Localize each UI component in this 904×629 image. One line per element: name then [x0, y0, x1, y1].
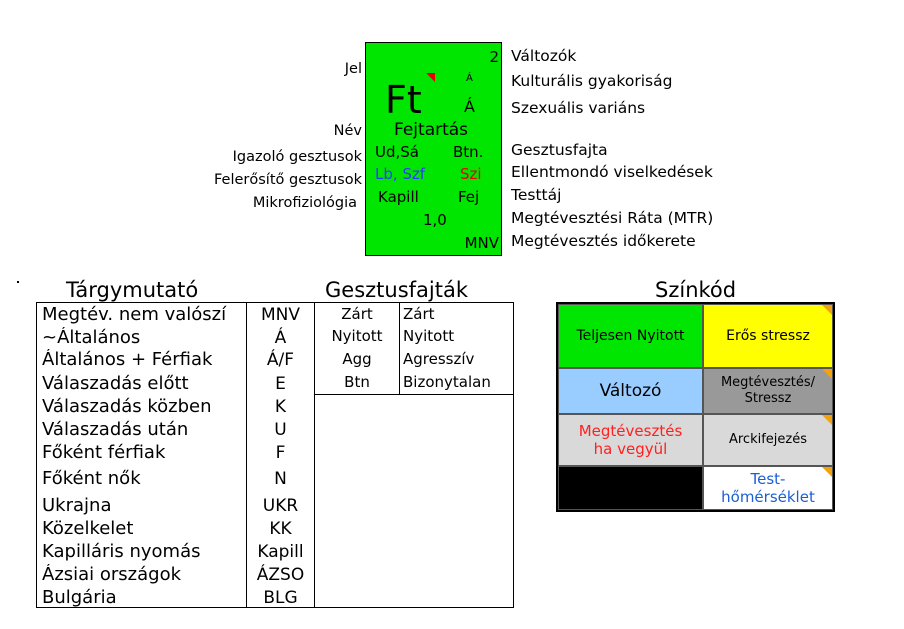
label-testtaj: Testtáj — [511, 186, 562, 204]
label-szexualis: Szexuális variáns — [511, 99, 646, 117]
legend-card: 2 Ft Á Á Fejtartás Ud,Sá Btn. Lb, Szf Sz… — [365, 42, 502, 256]
card-contradict: Szi — [460, 165, 482, 183]
card-small-a: Á — [466, 73, 473, 84]
card-number: 2 — [489, 48, 499, 66]
card-symbol: Ft — [385, 78, 422, 122]
card-big-a: Á — [464, 97, 475, 116]
gestures-title: Gesztusfajták — [325, 278, 469, 302]
corner-marker-icon — [822, 467, 832, 477]
label-ellentmondo: Ellentmondó viselkedések — [511, 163, 713, 181]
card-amplify: Lb, Szf — [375, 165, 426, 183]
red-marker-icon — [426, 73, 435, 82]
label-idokeret: Megtévesztés időkerete — [511, 232, 696, 250]
gestures-column-divider — [399, 303, 400, 394]
stray-dot — [17, 281, 19, 283]
card-confirm: Ud,Sá — [375, 143, 419, 161]
card-micro: Kapill — [378, 188, 419, 206]
label-nev: Név — [333, 123, 362, 139]
card-rate: 1,0 — [423, 211, 447, 229]
card-name: Fejtartás — [394, 120, 469, 140]
label-gesztusfajta: Gesztusfajta — [511, 141, 608, 159]
label-valtozok: Változók — [511, 47, 577, 65]
label-igazolo: Igazoló gesztusok — [232, 149, 362, 165]
color-cell-expression: Arckifejezés — [703, 414, 833, 466]
index-title: Tárgymutató — [66, 278, 199, 302]
colorcode-grid: Teljesen Nyitott Erős stressz Változó Me… — [556, 302, 835, 512]
label-mikro: Mikrofiziológia — [252, 195, 357, 211]
card-timeframe: MNV — [464, 234, 499, 252]
label-felerosito: Felerősítő gesztusok — [214, 172, 362, 188]
color-cell-temperature: Test-hőmérséklet — [703, 466, 833, 510]
color-cell-stress: Erős stressz — [703, 304, 833, 368]
color-cell-deception-stress: Megtévesztés/ Stressz — [703, 368, 833, 414]
color-cell-variable: Változó — [558, 368, 703, 414]
index-column-divider — [246, 303, 247, 607]
label-jel: Jel — [344, 61, 362, 77]
color-cell-deception-mixed: Megtévesztés ha vegyül — [558, 414, 703, 466]
card-body: Fej — [458, 188, 480, 206]
label-kulturalis: Kulturális gyakoriság — [511, 72, 673, 90]
corner-marker-icon — [822, 369, 832, 379]
gestures-row-divider — [315, 394, 513, 395]
colorcode-title: Színkód — [655, 278, 737, 302]
corner-marker-icon — [822, 415, 832, 425]
corner-marker-icon — [822, 305, 832, 315]
card-type: Btn. — [453, 143, 484, 161]
color-cell-open: Teljesen Nyitott — [558, 304, 703, 368]
label-mtr: Megtévesztési Ráta (MTR) — [511, 209, 714, 227]
color-cell-black — [558, 466, 703, 510]
